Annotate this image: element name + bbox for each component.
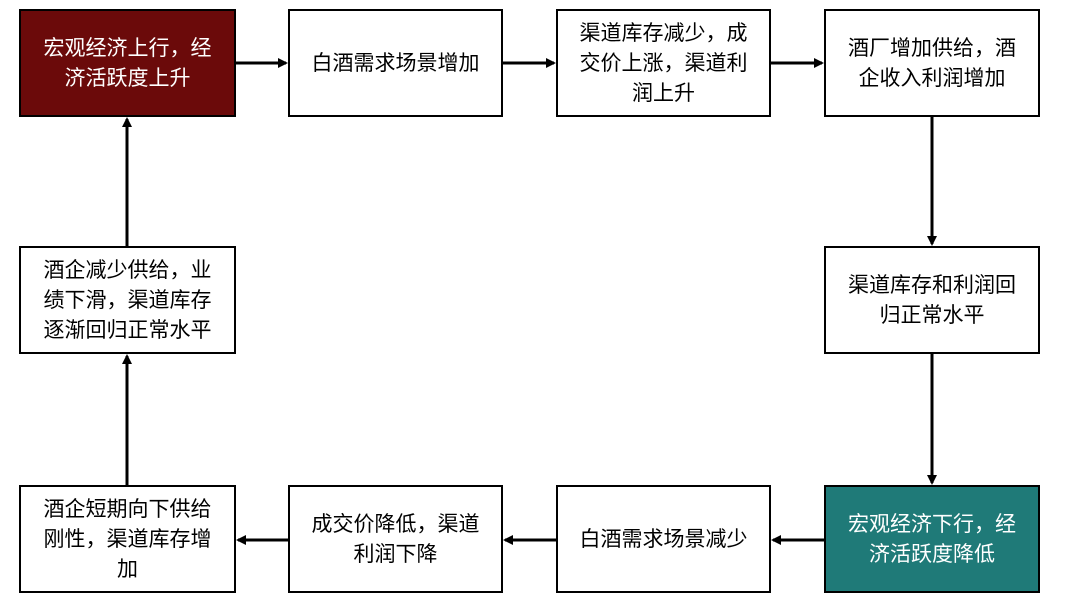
node-label: 渠道库存和利润回归正常水平: [848, 273, 1016, 327]
node-channel-normalize: 渠道库存和利润回归正常水平: [824, 246, 1040, 354]
node-macro-economy-down: 宏观经济下行，经济活跃度降低: [824, 485, 1040, 593]
node-label: 宏观经济上行，经济活跃度上升: [43, 36, 212, 90]
node-label: 酒企减少供给，业绩下滑，渠道库存逐渐回归正常水平: [43, 258, 212, 342]
node-supply-rigid-inventory-up: 酒企短期向下供给刚性，渠道库存增加: [19, 485, 236, 593]
node-supply-cut-normalize: 酒企减少供给，业绩下滑，渠道库存逐渐回归正常水平: [19, 246, 236, 354]
node-label: 酒厂增加供给，酒企收入利润增加: [848, 36, 1016, 90]
node-channel-inventory-down: 渠道库存减少，成交价上涨，渠道利润上升: [556, 9, 771, 117]
node-macro-economy-up: 宏观经济上行，经济活跃度上升: [19, 9, 236, 117]
node-price-profit-down: 成交价降低，渠道利润下降: [288, 485, 503, 593]
node-label: 宏观经济下行，经济活跃度降低: [848, 512, 1016, 566]
node-demand-scenes-increase: 白酒需求场景增加: [288, 9, 503, 117]
node-demand-scenes-decrease: 白酒需求场景减少: [556, 485, 771, 593]
node-distillery-supply-up: 酒厂增加供给，酒企收入利润增加: [824, 9, 1040, 117]
node-label: 渠道库存减少，成交价上涨，渠道利润上升: [579, 21, 748, 105]
node-label: 成交价降低，渠道利润下降: [311, 512, 480, 566]
node-label: 白酒需求场景减少: [579, 527, 748, 551]
node-label: 白酒需求场景增加: [311, 51, 480, 75]
node-label: 酒企短期向下供给刚性，渠道库存增加: [43, 497, 212, 581]
